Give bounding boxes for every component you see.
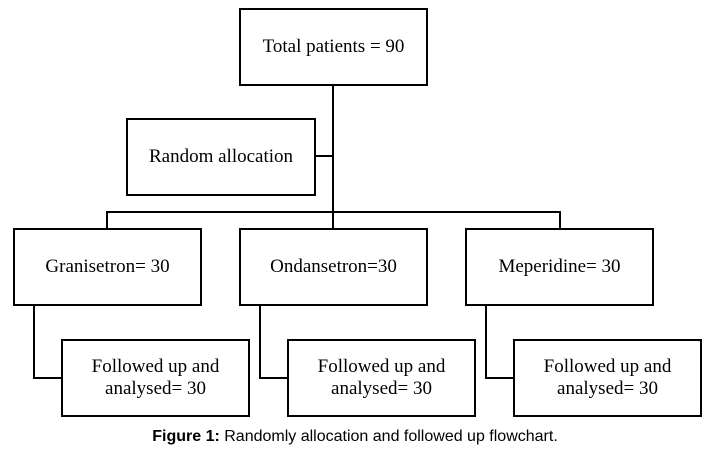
granisetron-label: Granisetron= 30 bbox=[45, 256, 170, 277]
caption-text: Randomly allocation and followed up flow… bbox=[219, 428, 558, 445]
connector-ondansetron-down bbox=[259, 305, 261, 379]
figure-caption: Figure 1: Randomly allocation and follow… bbox=[0, 428, 710, 446]
random-allocation-label: Random allocation bbox=[148, 146, 294, 167]
connector-total-to-branch bbox=[332, 85, 334, 213]
meperidine-followup-line2: analysed= 30 bbox=[557, 378, 658, 399]
ondansetron-label: Ondansetron=30 bbox=[270, 256, 397, 277]
ondansetron-followup-line1: Followed up and bbox=[317, 356, 446, 377]
total-patients-box: Total patients = 90 bbox=[239, 8, 428, 86]
granisetron-followup-line1: Followed up and bbox=[91, 356, 220, 377]
connector-ondansetron-right bbox=[259, 377, 288, 379]
meperidine-box: Meperidine= 30 bbox=[465, 228, 654, 306]
random-allocation-box: Random allocation bbox=[126, 118, 316, 196]
total-patients-label: Total patients = 90 bbox=[262, 36, 405, 57]
meperidine-followup-box: Followed up and analysed= 30 bbox=[513, 339, 702, 417]
connector-branch-granisetron bbox=[106, 211, 108, 229]
connector-allocation bbox=[315, 155, 333, 157]
ondansetron-followup-line2: analysed= 30 bbox=[331, 378, 432, 399]
connector-branch-ondansetron bbox=[332, 211, 334, 229]
connector-meperidine-right bbox=[485, 377, 514, 379]
connector-granisetron-right bbox=[33, 377, 62, 379]
granisetron-box: Granisetron= 30 bbox=[13, 228, 202, 306]
connector-branch-meperidine bbox=[559, 211, 561, 229]
ondansetron-followup-box: Followed up and analysed= 30 bbox=[287, 339, 476, 417]
meperidine-followup-line1: Followed up and bbox=[543, 356, 672, 377]
connector-meperidine-down bbox=[485, 305, 487, 379]
ondansetron-box: Ondansetron=30 bbox=[239, 228, 428, 306]
caption-label: Figure 1: bbox=[152, 428, 220, 445]
connector-granisetron-down bbox=[33, 305, 35, 379]
meperidine-label: Meperidine= 30 bbox=[498, 256, 621, 277]
granisetron-followup-box: Followed up and analysed= 30 bbox=[61, 339, 250, 417]
granisetron-followup-line2: analysed= 30 bbox=[105, 378, 206, 399]
